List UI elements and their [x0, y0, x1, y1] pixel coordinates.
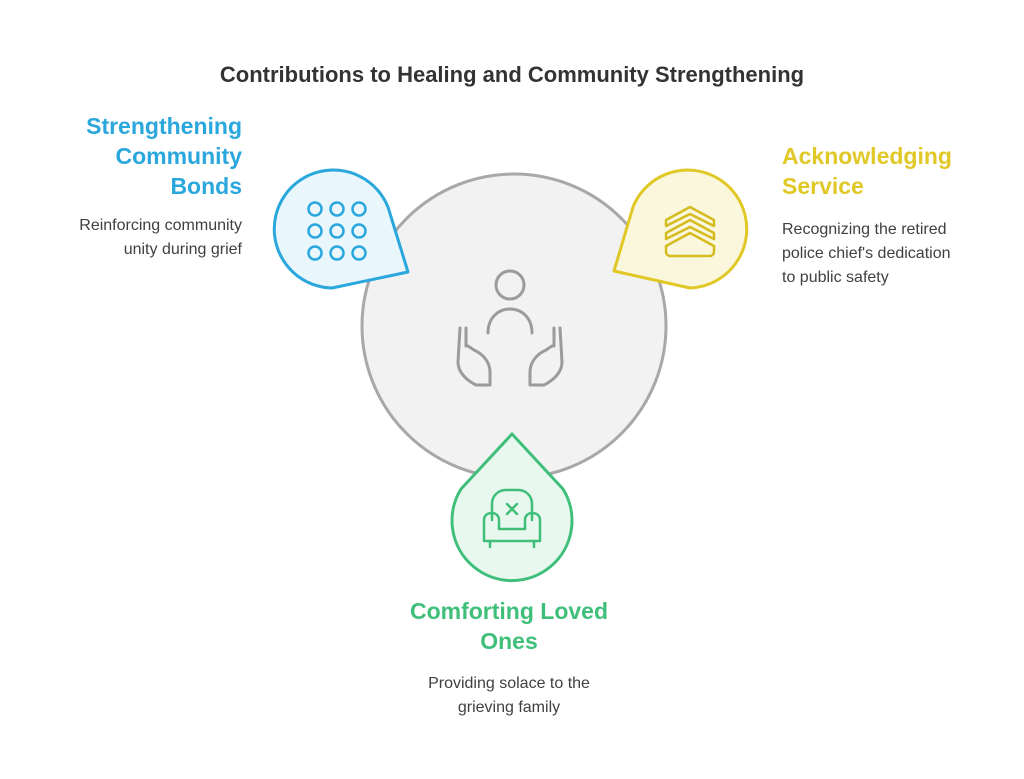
yellow-teardrop	[612, 168, 749, 290]
diagram-title: Contributions to Healing and Community S…	[219, 62, 805, 87]
description-line: Providing solace to the	[428, 675, 590, 692]
description-line: police chief's dedication	[782, 245, 951, 262]
grid-dots-icon	[307, 201, 367, 261]
armchair-icon	[482, 488, 542, 549]
heading-line: Comforting Loved	[409, 598, 609, 624]
description-line: unity during grief	[123, 241, 242, 258]
description-line: grieving family	[457, 699, 561, 716]
item-description-community-bonds: Reinforcing community unity during grief	[20, 214, 242, 262]
person-hands-icon	[456, 269, 564, 387]
item-heading-comforting-loved-ones: Comforting Loved Ones	[359, 596, 659, 656]
heading-line: Community	[115, 143, 243, 169]
item-description-comforting-loved-ones: Providing solace to the grieving family	[359, 672, 659, 720]
item-heading-community-bonds: Strengthening Community Bonds	[40, 111, 242, 201]
heading-line: Service	[782, 173, 864, 199]
heading-line: Ones	[480, 628, 538, 654]
description-line: Reinforcing community	[79, 217, 242, 234]
blue-teardrop	[272, 168, 410, 290]
description-line: Recognizing the retired	[782, 221, 947, 238]
description-line: to public safety	[782, 269, 889, 286]
heading-line: Bonds	[170, 173, 242, 199]
chevron-rank-icon	[664, 205, 716, 258]
heading-line: Strengthening	[86, 113, 242, 139]
center-circle	[360, 172, 668, 480]
heading-line: Acknowledging	[782, 143, 952, 169]
item-description-acknowledging-service: Recognizing the retired police chief's d…	[782, 218, 1012, 290]
item-heading-acknowledging-service: Acknowledging Service	[782, 141, 1012, 201]
